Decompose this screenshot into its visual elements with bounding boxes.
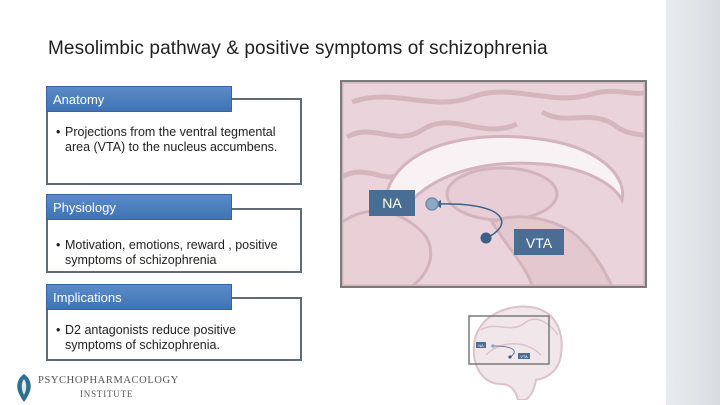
physiology-bullet-text: Motivation, emotions, reward , positive …: [65, 238, 278, 267]
implications-bullet-text: D2 antagonists reduce positive symptoms …: [65, 323, 236, 352]
thumbnail-vta-node: [508, 355, 512, 359]
implications-bullet: • D2 antagonists reduce positive symptom…: [56, 323, 292, 353]
na-label-bg: [369, 190, 415, 216]
bullet-marker: •: [56, 125, 61, 139]
physiology-bullet: • Motivation, emotions, reward , positiv…: [56, 238, 292, 268]
vta-label: VTA: [526, 235, 553, 251]
psychopharmacology-institute-logo: PSYCHOPHARMACOLOGY INSTITUTE: [14, 372, 184, 405]
na-label: NA: [382, 195, 402, 211]
thumbnail-brain-outline: [472, 305, 563, 400]
anatomy-bullet: • Projections from the ventral tegmental…: [56, 125, 292, 155]
thumbnail-fold: [485, 343, 542, 356]
vta-node: [480, 232, 492, 244]
slide-side-strip: [666, 0, 720, 405]
vta-label-bg: [514, 229, 564, 255]
thumbnail-vta-label: VTA: [520, 354, 528, 359]
brain-diagram: NA VTA: [342, 82, 645, 286]
implications-header: Implications: [46, 284, 232, 310]
logo-emblem-highlight: [21, 379, 27, 395]
thumbnail-fold: [480, 318, 559, 336]
thumbnail-na-label-bg: [476, 342, 486, 348]
thumbnail-na-label: NA: [478, 343, 484, 348]
thalamus: [445, 166, 559, 222]
brain-thumbnail: NA VTA: [468, 305, 563, 400]
brain-diagram-frame: NA VTA: [340, 80, 647, 288]
anatomy-bullet-text: Projections from the ventral tegmental a…: [65, 125, 278, 154]
thumbnail-vta-label-bg: [518, 353, 530, 359]
logo-name-line1: PSYCHOPHARMACOLOGY: [38, 375, 179, 386]
anatomy-header: Anatomy: [46, 86, 232, 112]
na-node: [425, 197, 439, 211]
thumbnail-zoom-frame: [468, 315, 550, 365]
slide-title: Mesolimbic pathway & positive symptoms o…: [48, 38, 548, 59]
logo-emblem-icon: [17, 374, 31, 402]
bullet-marker: •: [56, 238, 61, 252]
physiology-header: Physiology: [46, 194, 232, 220]
mesolimbic-pathway: [436, 203, 503, 239]
thumbnail-pathway: [493, 345, 515, 358]
brain-fold: [351, 88, 645, 105]
bullet-marker: •: [56, 323, 61, 337]
brain-fold: [540, 109, 645, 139]
thumbnail-na-node: [491, 344, 495, 348]
logo-name-line2: INSTITUTE: [80, 389, 134, 399]
brain-fold: [345, 120, 519, 140]
